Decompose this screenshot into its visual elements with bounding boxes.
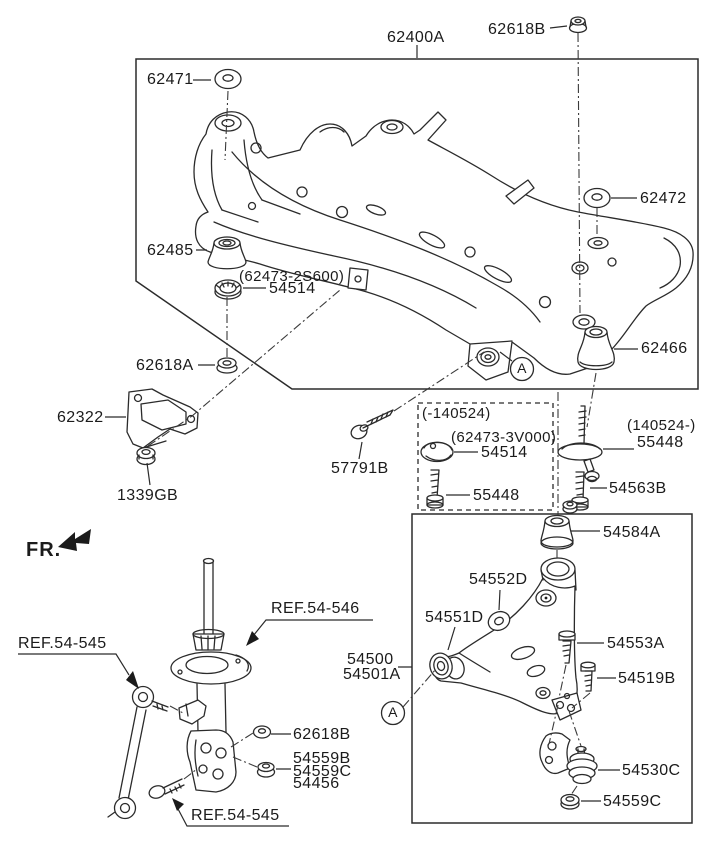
label-62400A: 62400A: [387, 29, 445, 46]
centerlines: [147, 32, 598, 796]
label-54559C-strut: 54559C: [293, 763, 352, 780]
label-54530C: 54530C: [622, 762, 681, 779]
washer-62472-icon: [583, 187, 611, 209]
nut-54514-top-icon: [214, 279, 242, 300]
label-54552D: 54552D: [469, 571, 528, 588]
washer-62618B-strut-icon: [252, 725, 272, 739]
label-fr: FR.: [26, 539, 62, 561]
bushing-54584A-icon: [540, 514, 574, 550]
label-62618A: 62618A: [136, 357, 194, 374]
label-57791B: 57791B: [331, 460, 389, 477]
label-54514-top: 54514: [269, 280, 316, 297]
ring-54552D-icon: [487, 610, 511, 632]
label-54514-variant: 54514: [481, 444, 528, 461]
bolt-55448-left-icon: [426, 469, 444, 509]
nut-1339GB-icon: [136, 446, 156, 466]
bolt-55448-right-icon: [557, 405, 603, 483]
balljoint-54530C-icon: [539, 732, 598, 785]
label-62473-2S600: (62473-2S600): [239, 268, 345, 285]
stabilizer-link-drawing: [107, 685, 169, 820]
bushing-62485-icon: [207, 236, 247, 270]
label-54501A: 54501A: [343, 666, 401, 683]
label-54551D: 54551D: [425, 609, 484, 626]
crossmember-drawing: [193, 111, 694, 381]
leader-lines: [105, 25, 638, 802]
label-54519B: 54519B: [618, 670, 676, 687]
bushing-54551D-icon: [429, 652, 465, 680]
washer-62471-icon: [214, 68, 242, 90]
label-1339GB: 1339GB: [117, 487, 179, 504]
variant-dashed-box: [417, 402, 554, 511]
strut-drawing: [170, 557, 252, 793]
section-a-marker-main: [509, 356, 535, 382]
label-62471: 62471: [147, 71, 194, 88]
control-arm-drawing: [432, 557, 582, 721]
fr-direction-arrow: [58, 529, 91, 551]
label-62473-3V000: (62473-3V000): [451, 429, 557, 446]
label-62472: 62472: [640, 190, 687, 207]
bolt-57791B-icon: [350, 409, 394, 440]
label-ref-546: REF.54-546: [271, 600, 360, 617]
bolt-ref545-icon: [148, 778, 185, 799]
section-a-marker-lower: [380, 700, 406, 726]
label-circle-a-lower: A: [388, 704, 398, 720]
nut-62618A-icon: [216, 357, 238, 374]
nut-54559C-box-icon: [560, 793, 580, 810]
bracket-62322-drawing: [126, 388, 199, 449]
ref-leaders: [18, 619, 373, 827]
label-54559B: 54559B: [293, 750, 351, 767]
label-54563B: 54563B: [609, 480, 667, 497]
label-62618B-top: 62618B: [488, 21, 546, 38]
label-54553A: 54553A: [607, 635, 665, 652]
bolt-54563B-icon: [571, 471, 589, 511]
label-55448-left: 55448: [473, 487, 520, 504]
nut-54559-strut-icon: [256, 761, 276, 778]
label-54559C-box: 54559C: [603, 793, 662, 810]
label-54584A: 54584A: [603, 524, 661, 541]
bolt-54553A-icon: [558, 630, 576, 664]
main-assembly-box: [135, 58, 699, 390]
label-ref-545-bottom: REF.54-545: [191, 807, 280, 824]
label-62485: 62485: [147, 242, 194, 259]
nut-54584A-top-icon: [562, 500, 578, 514]
label-62618B-strut: 62618B: [293, 726, 351, 743]
label-circle-a-main: A: [517, 360, 527, 376]
label-54456: 54456: [293, 775, 340, 792]
label-54500: 54500: [347, 651, 394, 668]
label-62322: 62322: [57, 409, 104, 426]
label-range-before: (-140524): [422, 405, 491, 422]
washer-54514-variant-icon: [420, 441, 454, 463]
label-ref-545-top: REF.54-545: [18, 635, 107, 652]
bolt-54519B-icon: [580, 661, 596, 692]
nut-62618B-top-icon: [568, 16, 588, 34]
label-range-after: (140524-): [627, 417, 696, 434]
label-62466: 62466: [641, 340, 688, 357]
label-55448-right: 55448: [637, 434, 684, 451]
bushing-62466-icon: [577, 325, 615, 371]
lower-arm-box: [411, 513, 693, 824]
